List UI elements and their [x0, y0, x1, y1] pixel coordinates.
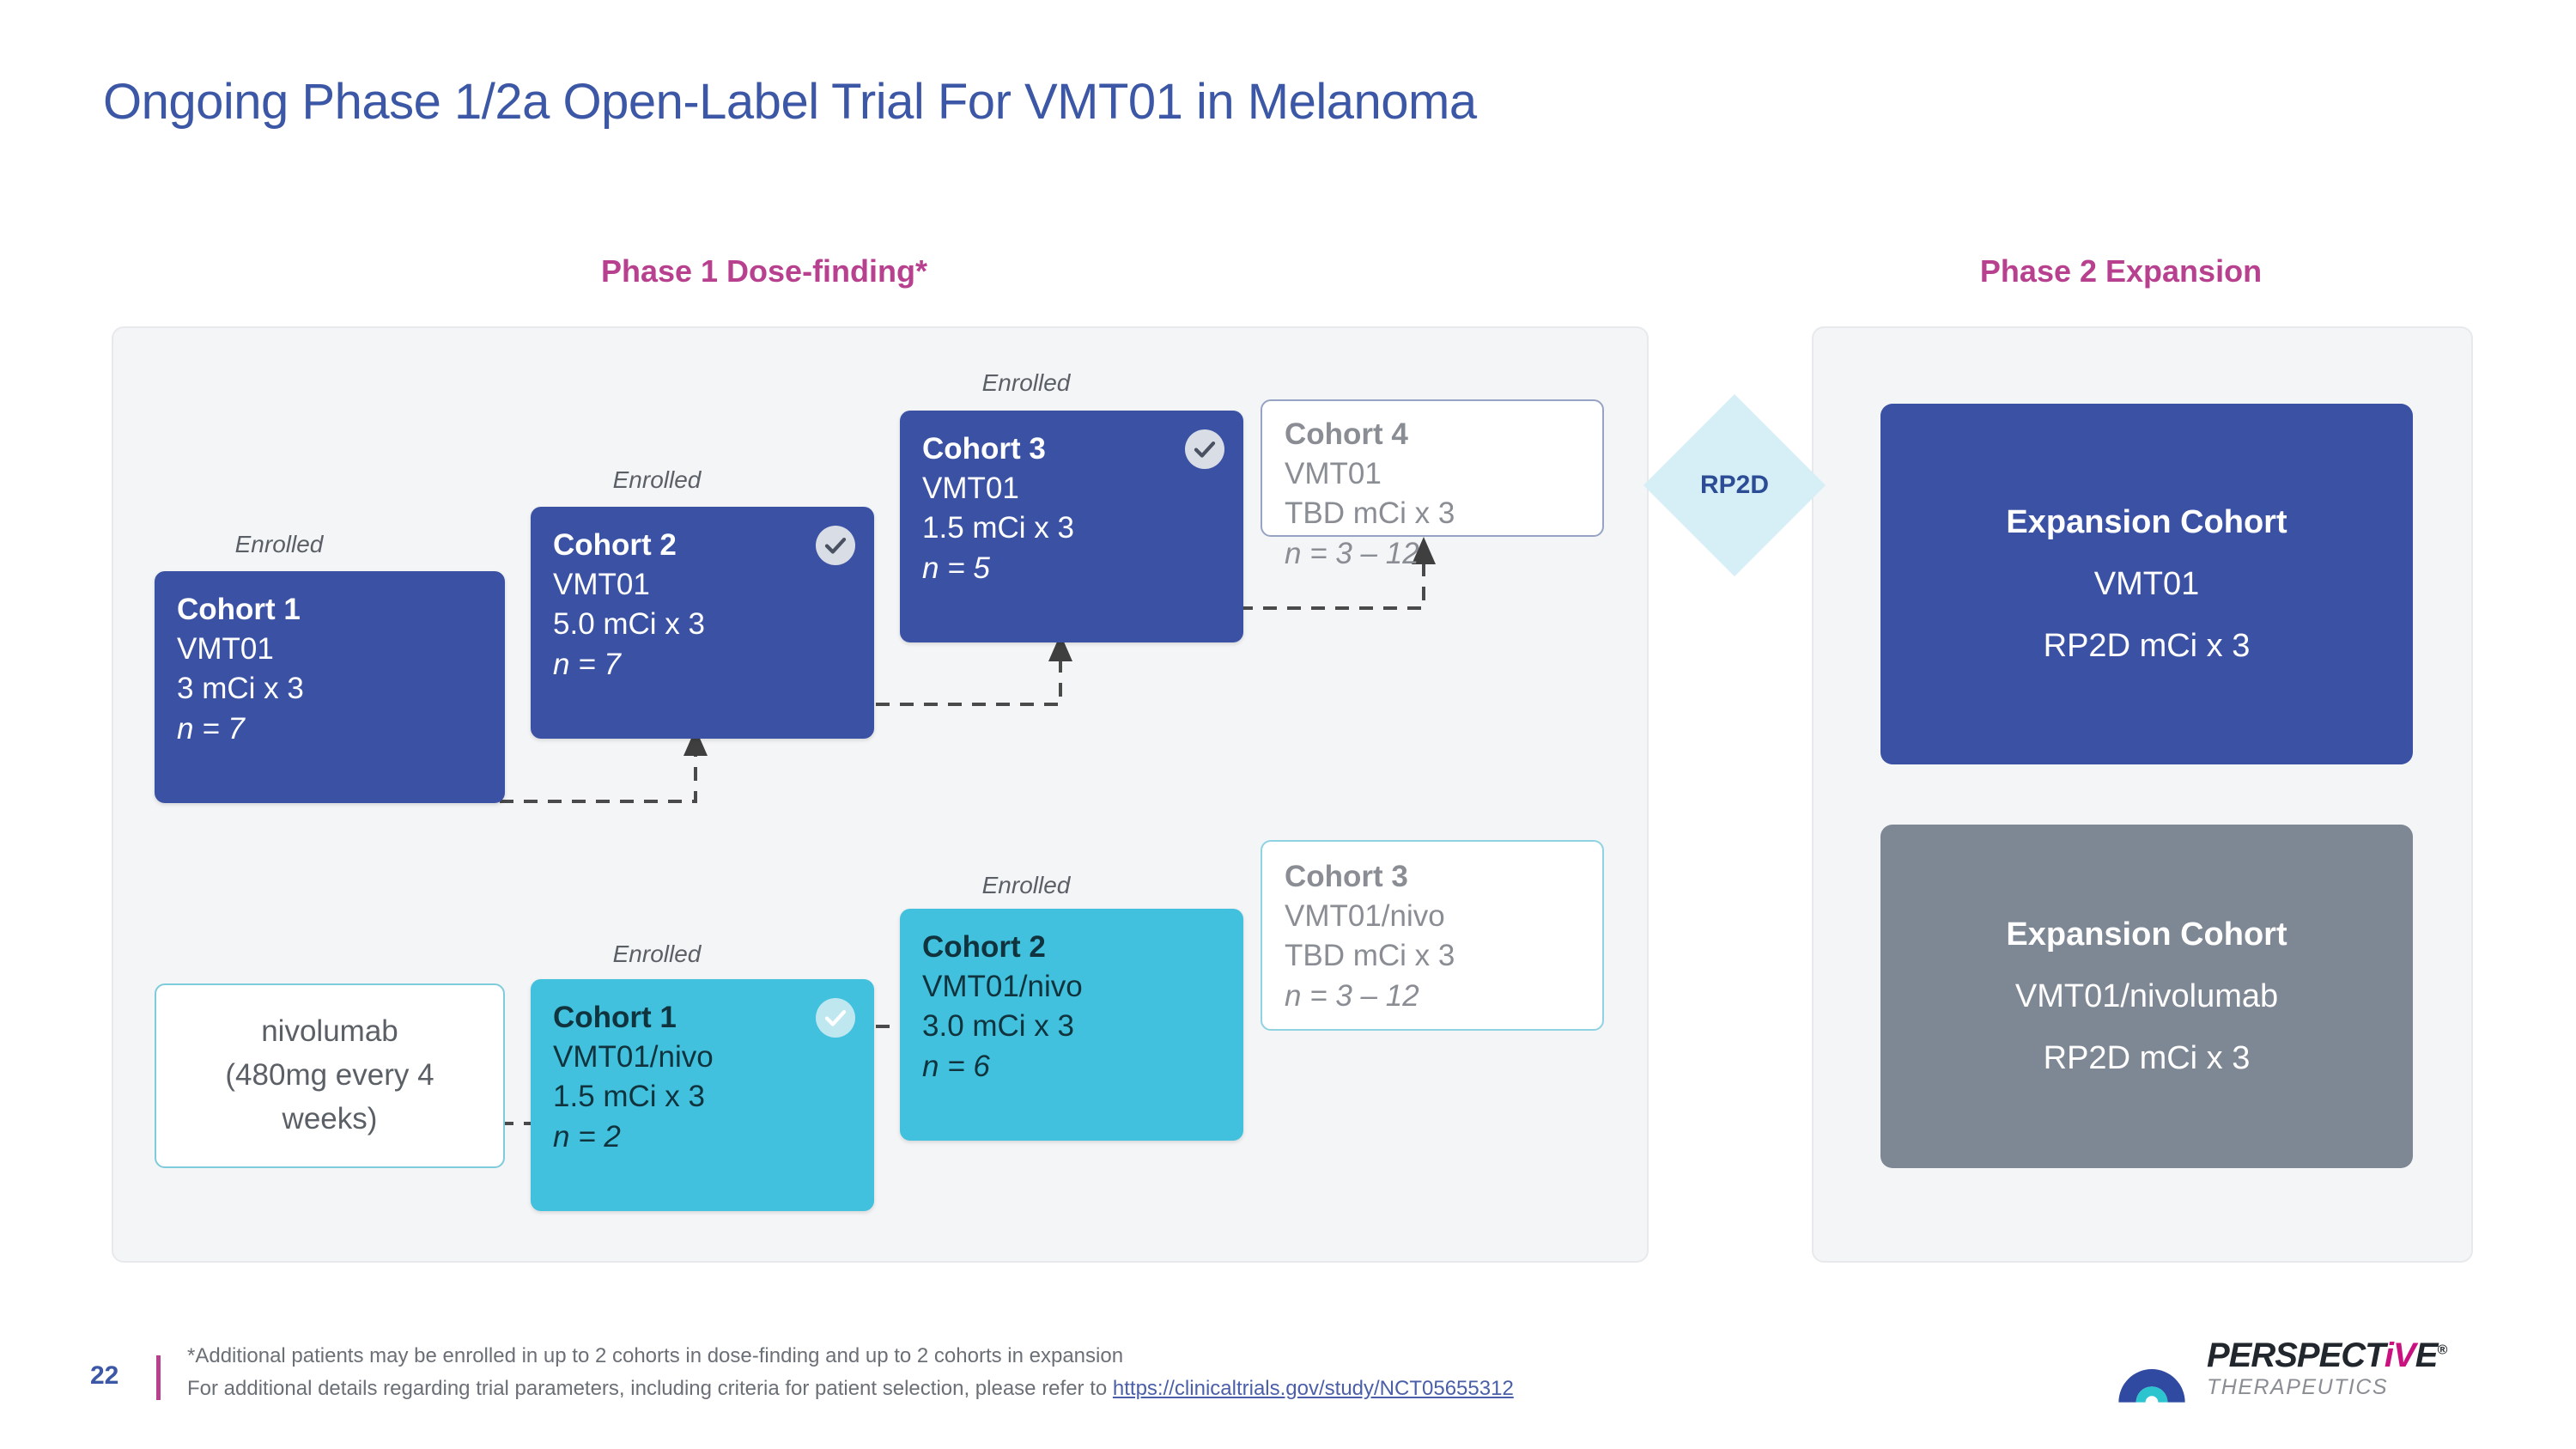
cohort-title: Cohort 2	[922, 930, 1046, 964]
cohort-dose: TBD mCi x 3	[1285, 496, 1455, 531]
cohort-title: Cohort 1	[177, 593, 301, 626]
logo-subtitle: THERAPEUTICS	[2207, 1375, 2389, 1399]
cohort-box-combo-2[interactable]: Cohort 2 VMT01/nivo 3.0 mCi x 3 n = 6	[900, 909, 1243, 1141]
footer-divider	[156, 1355, 161, 1400]
cohort-title: Cohort 3	[1285, 860, 1408, 893]
cohort-dose: 3.0 mCi x 3	[922, 1009, 1074, 1044]
cohort-drug: VMT01	[1285, 457, 1382, 491]
cohort-n: n = 3 – 12	[1285, 978, 1419, 1013]
expansion-drug: VMT01/nivolumab	[2014, 977, 2279, 1014]
nivolumab-dose-line-2: weeks)	[282, 1101, 378, 1135]
cohort-n: n = 2	[553, 1119, 621, 1154]
enrolled-label-cohort-3: Enrolled	[981, 369, 1071, 396]
expansion-cohort-vmt01[interactable]: Expansion Cohort VMT01 RP2D mCi x 3	[1880, 404, 2413, 764]
page-number: 22	[90, 1361, 119, 1390]
footnote-line-2: For additional details regarding trial p…	[187, 1377, 1514, 1401]
enrolled-label-cohort-2: Enrolled	[612, 466, 702, 493]
cohort-box-mono-1[interactable]: Cohort 1 VMT01 3 mCi x 3 n = 7	[155, 571, 505, 803]
enrolled-label-combo-2: Enrolled	[981, 872, 1071, 898]
cohort-n: n = 5	[922, 551, 990, 585]
cohort-n: n = 7	[177, 711, 245, 746]
expansion-cohort-vmt01-nivolumab[interactable]: Expansion Cohort VMT01/nivolumab RP2D mC…	[1880, 825, 2413, 1168]
cohort-title: Cohort 4	[1285, 417, 1408, 451]
enrolled-label-combo-1: Enrolled	[612, 941, 702, 967]
enrolled-label-cohort-1: Enrolled	[234, 531, 324, 557]
cohort-drug: VMT01/nivo	[922, 970, 1083, 1004]
cohort-dose: 3 mCi x 3	[177, 672, 304, 706]
cohort-n: n = 3 – 12	[1285, 536, 1419, 570]
page-title: Ongoing Phase 1/2a Open-Label Trial For …	[103, 74, 1477, 130]
cohort-box-mono-3[interactable]: Cohort 3 VMT01 1.5 mCi x 3 n = 5	[900, 411, 1243, 642]
cohort-drug: VMT01/nivo	[553, 1040, 714, 1075]
expansion-title: Expansion Cohort	[2006, 916, 2287, 953]
cohort-drug: VMT01	[922, 472, 1019, 506]
cohort-dose: 1.5 mCi x 3	[922, 511, 1074, 545]
cohort-box-combo-3[interactable]: Cohort 3 VMT01/nivo TBD mCi x 3 n = 3 – …	[1261, 840, 1604, 1031]
cohort-drug: VMT01	[177, 632, 274, 667]
perspective-logo-mark	[2118, 1369, 2185, 1403]
cohort-n: n = 7	[553, 647, 621, 681]
check-circle-icon	[816, 526, 855, 565]
cohort-dose: 1.5 mCi x 3	[553, 1080, 705, 1114]
expansion-title: Expansion Cohort	[2006, 503, 2287, 540]
cohort-drug: VMT01/nivo	[1285, 899, 1445, 934]
cohort-box-mono-4[interactable]: Cohort 4 VMT01 TBD mCi x 3 n = 3 – 12	[1261, 399, 1604, 570]
cohort-box-mono-2[interactable]: Cohort 2 VMT01 5.0 mCi x 3 n = 7	[531, 507, 874, 739]
rp2d-label: RP2D	[1699, 471, 1770, 499]
cohort-title: Cohort 1	[553, 1001, 677, 1034]
company-logo: PERSPECTiVE® THERAPEUTICS	[2112, 1330, 2447, 1409]
check-circle-icon	[1185, 429, 1224, 469]
logo-name-part-e: E	[2415, 1336, 2439, 1374]
clinicaltrials-link[interactable]: https://clinicaltrials.gov/study/NCT0565…	[1112, 1377, 1514, 1400]
check-circle-icon	[816, 998, 855, 1038]
phase-2-header: Phase 2 Expansion	[1979, 253, 2263, 289]
logo-name-part-v: V	[2393, 1336, 2416, 1374]
expansion-dose: RP2D mCi x 3	[2043, 628, 2251, 665]
footnote-line-1: *Additional patients may be enrolled in …	[187, 1344, 1124, 1367]
cohort-dose: 5.0 mCi x 3	[553, 607, 705, 642]
expansion-drug: VMT01	[2093, 565, 2200, 602]
expansion-dose: RP2D mCi x 3	[2043, 1040, 2251, 1077]
nivolumab-name: nivolumab	[261, 1014, 398, 1049]
nivolumab-box[interactable]: nivolumab (480mg every 4 weeks)	[155, 983, 505, 1168]
registered-trademark-icon: ®	[2437, 1342, 2447, 1358]
phase-1-header: Phase 1 Dose-finding*	[600, 253, 928, 289]
cohort-title: Cohort 2	[553, 528, 677, 562]
nivolumab-dose-line-1: (480mg every 4	[225, 1058, 434, 1093]
cohort-dose: TBD mCi x 3	[1285, 939, 1455, 973]
logo-wordmark: PERSPECTiVE®	[2207, 1336, 2447, 1374]
cohort-title: Cohort 3	[922, 432, 1046, 466]
cohort-box-combo-1[interactable]: Cohort 1 VMT01/nivo 1.5 mCi x 3 n = 2	[531, 979, 874, 1211]
footnote-line-2-text: For additional details regarding trial p…	[187, 1377, 1113, 1400]
logo-name-part-1: PERSPECT	[2207, 1336, 2385, 1374]
cohort-n: n = 6	[922, 1049, 990, 1083]
cohort-drug: VMT01	[553, 568, 650, 602]
logo-name-part-i: i	[2384, 1336, 2394, 1374]
logo-text: PERSPECTiVE® THERAPEUTICS	[2207, 1336, 2447, 1400]
